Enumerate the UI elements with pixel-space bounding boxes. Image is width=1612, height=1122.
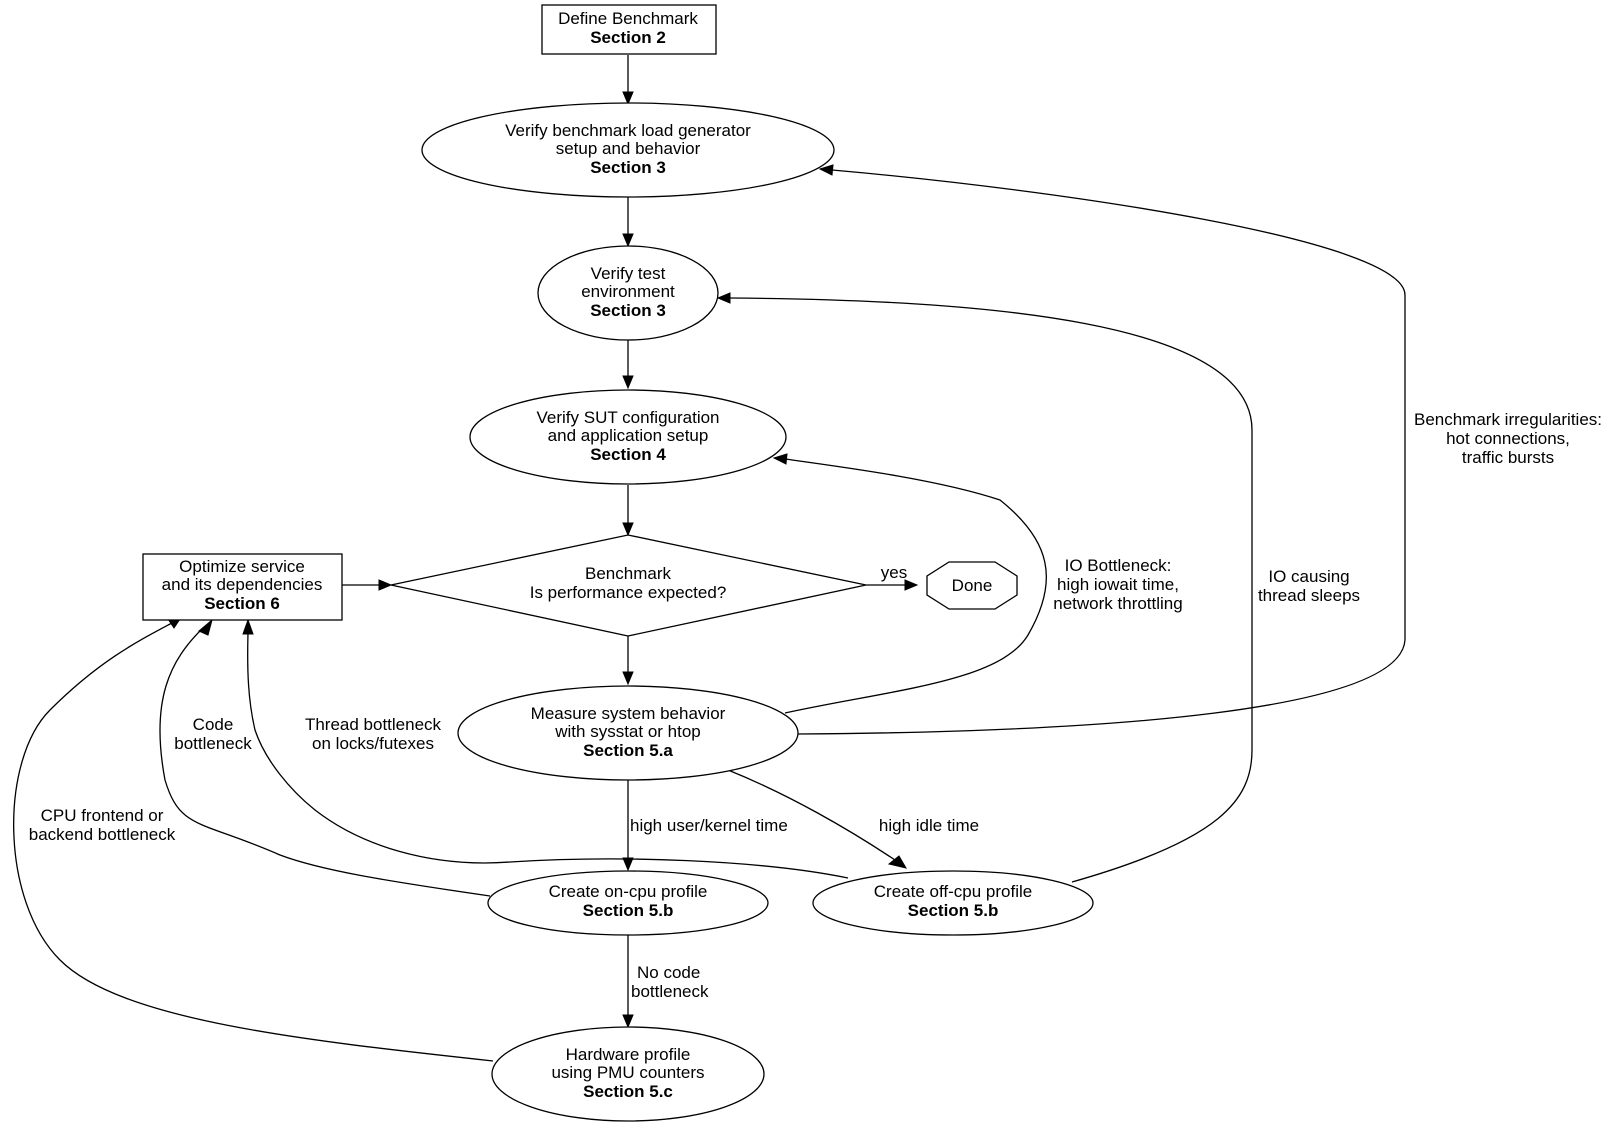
measure-line2: with sysstat or htop: [554, 722, 701, 741]
hardware-line2: using PMU counters: [551, 1063, 704, 1082]
node-define-benchmark: Define Benchmark Section 2: [541, 4, 717, 55]
edge-label-irregularities-3: traffic bursts: [1462, 448, 1554, 467]
arrowhead-oncpu-in: [622, 857, 634, 872]
node-measure-system: Measure system behavior with sysstat or …: [457, 685, 799, 781]
define-benchmark-label: Define Benchmark: [558, 9, 698, 28]
node-optimize-service: Optimize service and its dependencies Se…: [142, 553, 343, 621]
arrowhead-hardware-in: [622, 1014, 634, 1029]
edge-label-io-bottleneck-1: IO Bottleneck:: [1065, 556, 1172, 575]
decision-line2: Is performance expected?: [530, 583, 727, 602]
arrowhead-loadgen-in: [622, 91, 634, 106]
edge-label-no-code-1: No code: [637, 963, 700, 982]
node-verify-load-generator: Verify benchmark load generator setup an…: [421, 102, 835, 198]
define-benchmark-section: Section 2: [590, 28, 666, 47]
edge-oncpu-to-optimize: [159, 627, 491, 897]
offcpu-section: Section 5.b: [908, 901, 999, 920]
optimize-line2: and its dependencies: [162, 575, 323, 594]
node-verify-test-env: Verify test environment Section 3: [537, 245, 719, 341]
edge-label-io-causing-1: IO causing: [1268, 567, 1349, 586]
loadgen-line2: setup and behavior: [556, 139, 701, 158]
node-verify-sut: Verify SUT configuration and application…: [469, 389, 787, 485]
oncpu-section: Section 5.b: [583, 901, 674, 920]
testenv-line2: environment: [581, 282, 675, 301]
edge-measure-to-offcpu: [727, 769, 896, 861]
edge-hardware-to-optimize: [13, 622, 494, 1062]
sut-section: Section 4: [590, 445, 666, 464]
oncpu-line1: Create on-cpu profile: [549, 882, 708, 901]
arrowhead-optimize-in-thread: [242, 618, 254, 635]
edge-label-no-code-2: bottleneck: [631, 982, 709, 1001]
node-on-cpu-profile: Create on-cpu profile Section 5.b: [487, 870, 769, 936]
arrowhead-decision-in-top: [622, 522, 634, 537]
optimize-section: Section 6: [204, 594, 280, 613]
edge-label-user-kernel: high user/kernel time: [630, 816, 788, 835]
loadgen-line1: Verify benchmark load generator: [505, 121, 751, 140]
arrowhead-loadgen-in-right: [818, 164, 834, 176]
edge-label-io-causing-2: thread sleeps: [1258, 586, 1360, 605]
optimize-line1: Optimize service: [179, 557, 305, 576]
arrowhead-sut-in-right: [772, 453, 788, 465]
edge-label-io-bottleneck-3: network throttling: [1053, 594, 1182, 613]
hardware-section: Section 5.c: [583, 1082, 673, 1101]
arrowhead-measure-in: [622, 671, 634, 686]
edge-measure-to-loadgen: [797, 169, 1406, 735]
edge-label-irregularities-1: Benchmark irregularities:: [1414, 410, 1602, 429]
edge-label-io-bottleneck-2: high iowait time,: [1057, 575, 1179, 594]
node-off-cpu-profile: Create off-cpu profile Section 5.b: [812, 870, 1094, 936]
measure-section: Section 5.a: [583, 741, 673, 760]
loadgen-section: Section 3: [590, 158, 666, 177]
edge-measure-to-sut: [784, 458, 1048, 714]
edge-label-thread-1: Thread bottleneck: [305, 715, 442, 734]
hardware-line1: Hardware profile: [566, 1045, 691, 1064]
sut-line2: and application setup: [548, 426, 709, 445]
arrowhead-decision-in-left: [378, 579, 393, 591]
edge-label-code-1: Code: [193, 715, 234, 734]
node-benchmark-decision: Benchmark Is performance expected?: [390, 534, 867, 637]
edge-offcpu-to-optimize: [247, 632, 849, 879]
edge-label-yes: yes: [881, 563, 907, 582]
arrowhead-done-in: [904, 579, 919, 591]
node-done: Done: [926, 561, 1018, 610]
edge-label-irregularities-2: hot connections,: [1446, 429, 1570, 448]
edges: [13, 55, 1406, 1062]
edge-label-cpu-2: backend bottleneck: [29, 825, 176, 844]
sut-line1: Verify SUT configuration: [537, 408, 720, 427]
testenv-line1: Verify test: [591, 264, 666, 283]
edge-label-cpu-1: CPU frontend or: [41, 806, 164, 825]
edge-label-thread-2: on locks/futexes: [312, 734, 434, 753]
arrowhead-offcpu-in: [887, 855, 908, 869]
decision-line1: Benchmark: [585, 564, 671, 583]
edge-label-code-2: bottleneck: [174, 734, 252, 753]
arrowhead-sut-in: [622, 375, 634, 390]
edge-label-idle: high idle time: [879, 816, 979, 835]
edge-offcpu-to-testenv: [729, 297, 1253, 883]
testenv-section: Section 3: [590, 301, 666, 320]
edge-labels: yes IO Bottleneck: high iowait time, net…: [29, 410, 1602, 1001]
done-label: Done: [952, 576, 993, 595]
arrowhead-testenv-in-right: [716, 292, 731, 304]
arrowhead-optimize-in-code: [198, 618, 213, 636]
measure-line1: Measure system behavior: [531, 704, 726, 723]
arrowhead-testenv-in: [622, 233, 634, 248]
offcpu-line1: Create off-cpu profile: [874, 882, 1032, 901]
node-hardware-profile: Hardware profile using PMU counters Sect…: [491, 1026, 765, 1122]
